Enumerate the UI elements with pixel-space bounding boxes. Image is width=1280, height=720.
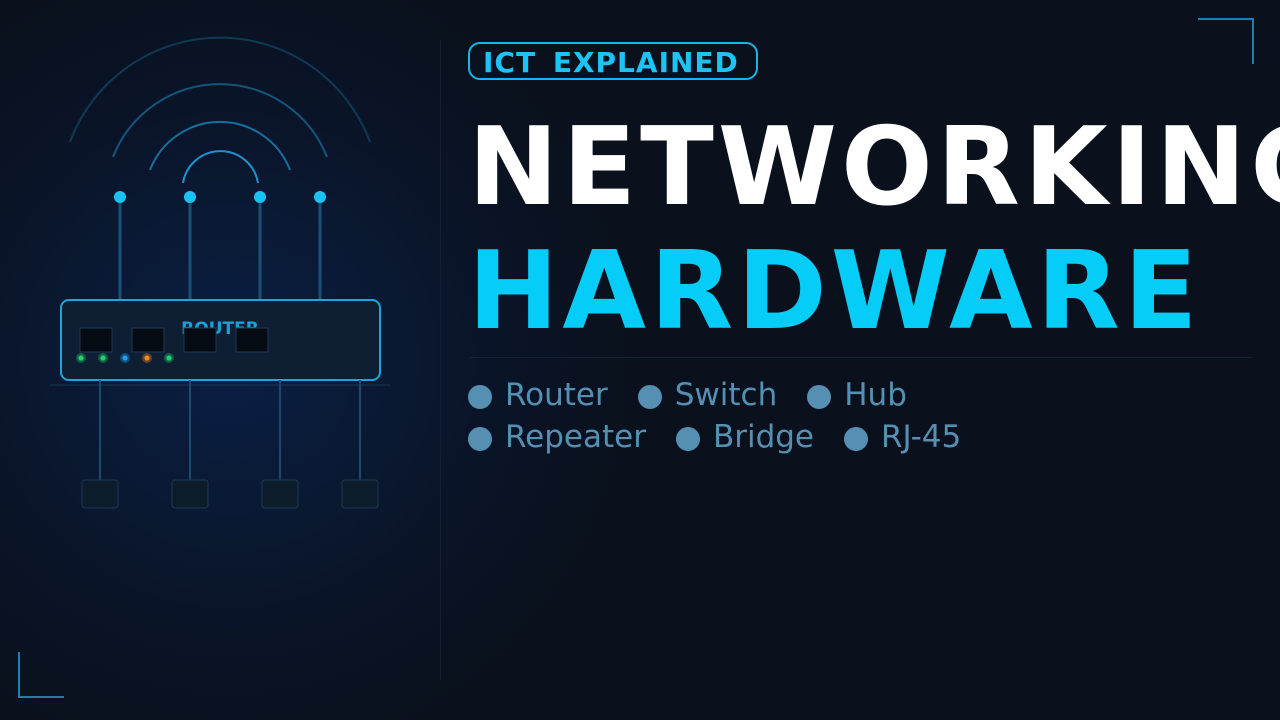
bullet-dot-icon [675, 427, 700, 451]
bullet-dot-icon [807, 385, 832, 409]
tag-item: Repeater [468, 419, 646, 455]
router-body [60, 299, 381, 381]
tag-row-2: Repeater Bridge RJ-45 [468, 416, 1268, 458]
status-led-icon [166, 355, 172, 361]
topic-tags: Router Switch Hub Repeater Bridge RJ-45 [468, 374, 1268, 458]
tag-label: Bridge [712, 419, 815, 455]
bullet-dot-icon [468, 385, 492, 409]
status-led-icon [100, 355, 106, 361]
wifi-signal-icon [69, 36, 371, 184]
connected-device-icons [81, 479, 379, 509]
status-led-icon [78, 355, 84, 361]
status-led-icon [122, 355, 128, 361]
tag-label: RJ-45 [881, 419, 962, 455]
vertical-divider [440, 40, 441, 680]
status-led-icon [144, 355, 150, 361]
tag-item: RJ-45 [844, 419, 961, 455]
horizontal-rule [470, 357, 1252, 358]
router-illustration: ROUTER [50, 36, 390, 509]
corner-bracket-top-right [1198, 18, 1254, 64]
tag-label: Hub [844, 377, 907, 413]
tag-item: Switch [637, 377, 778, 413]
tag-label: Router [505, 377, 608, 413]
tag-row-1: Router Switch Hub [468, 374, 1268, 416]
corner-bracket-bottom-left [18, 652, 64, 698]
bullet-dot-icon [468, 427, 492, 451]
title-line-2: HARDWARE [468, 229, 1202, 354]
tag-label: Repeater [505, 419, 646, 455]
tag-item: Bridge [675, 419, 815, 455]
tag-item: Router [468, 377, 608, 413]
category-badge: ICT EXPLAINED [468, 42, 758, 80]
cable-lines [99, 380, 361, 480]
bullet-dot-icon [637, 385, 662, 409]
status-led-icons [76, 353, 174, 363]
bullet-dot-icon [844, 427, 869, 451]
antenna-icons [114, 191, 326, 300]
title-line-1: NETWORKING [468, 105, 1280, 230]
ethernet-port-icons [79, 327, 269, 353]
tag-item: Hub [807, 377, 907, 413]
tag-label: Switch [674, 377, 778, 413]
